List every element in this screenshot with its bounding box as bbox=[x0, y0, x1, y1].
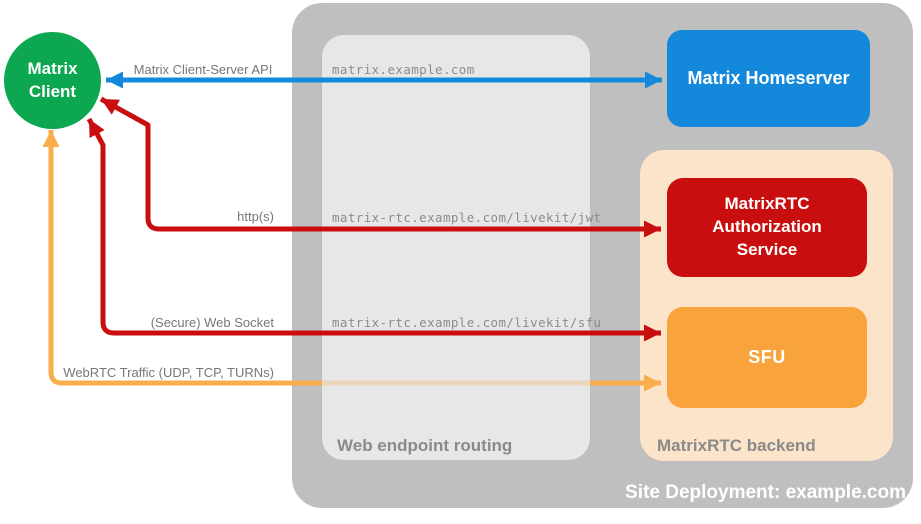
matrix-client-node: Matrix Client bbox=[4, 32, 101, 129]
webrtc-traffic-arrow bbox=[42, 130, 322, 386]
websocket-label: (Secure) Web Socket bbox=[150, 315, 274, 330]
matrixrtc-authorization-service-node: MatrixRTC Authorization Service bbox=[667, 178, 867, 277]
sfu-label: SFU bbox=[748, 347, 786, 367]
matrixrtc-authorization-service-label: MatrixRTC Authorization Service bbox=[712, 194, 822, 259]
matrixrtc-backend-label: MatrixRTC backend bbox=[657, 436, 816, 455]
webrtc-traffic-label: WebRTC Traffic (UDP, TCP, TURNs) bbox=[63, 365, 274, 380]
sfu-node: SFU bbox=[667, 307, 867, 408]
endpoint-livekit-jwt: matrix-rtc.example.com/livekit/jwt bbox=[332, 210, 602, 225]
matrix-homeserver-node: Matrix Homeserver bbox=[667, 30, 870, 127]
web-endpoint-routing-container bbox=[322, 35, 590, 460]
matrix-client-label: Matrix Client bbox=[27, 58, 78, 101]
https-label: http(s) bbox=[237, 209, 274, 224]
site-deployment-title: Site Deployment: example.com bbox=[625, 482, 906, 503]
endpoint-livekit-sfu: matrix-rtc.example.com/livekit/sfu bbox=[332, 315, 602, 330]
endpoint-matrix-example-com: matrix.example.com bbox=[332, 62, 475, 77]
matrix-homeserver-label: Matrix Homeserver bbox=[687, 68, 850, 88]
client-server-api-label: Matrix Client-Server API bbox=[133, 62, 273, 77]
web-endpoint-routing-label: Web endpoint routing bbox=[337, 436, 513, 455]
